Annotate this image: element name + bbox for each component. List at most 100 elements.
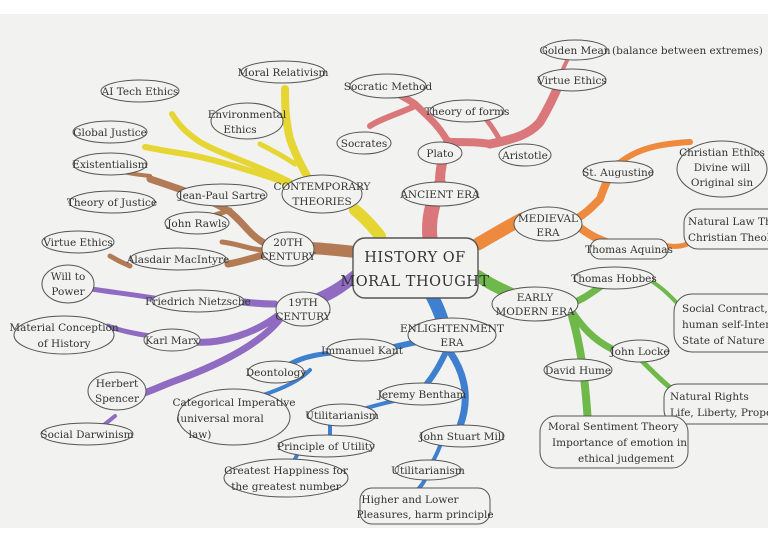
higher-lower-2: Pleasures, harm principle xyxy=(356,509,493,521)
socratic-method-label: Socratic Method xyxy=(344,81,433,93)
bentham-label: Jeremy Bentham xyxy=(377,389,467,401)
aristotle-node: Aristotle xyxy=(498,143,552,167)
c19-title-1: 19TH xyxy=(288,297,318,309)
moral-relativism-label: Moral Relativism xyxy=(238,67,329,79)
sartre-label: Jean-Paul Sartre xyxy=(177,190,265,202)
greatest-happiness-2: the greatest number xyxy=(231,481,342,493)
early-modern-title-1: EARLY xyxy=(517,292,554,304)
spencer-node: Herbert Spencer xyxy=(87,371,147,411)
nietzsche-node: Friedrich Nietzsche xyxy=(145,289,251,313)
contemporary-branch-line xyxy=(142,85,386,242)
hume-idea-2: Importance of emotion in xyxy=(552,437,687,449)
principle-utility-label: Principle of Utility xyxy=(277,441,375,453)
c20-title-1: 20TH xyxy=(273,237,303,249)
theory-justice-label: Theory of Justice xyxy=(67,197,157,209)
material-conception-2: of History xyxy=(38,338,91,350)
locke-ideas-node: Natural Rights Life, Liberty, Property xyxy=(663,383,768,425)
deontology-node: Deontology xyxy=(246,360,307,384)
plato-node: Plato xyxy=(417,141,463,165)
locke-label: John Locke xyxy=(609,346,669,358)
contemporary-node: CONTEMPORARY THEORIES xyxy=(274,174,372,214)
theory-of-forms-node: Theory of forms xyxy=(425,99,510,123)
hobbes-node: Thomas Hobbes xyxy=(571,266,657,290)
higher-lower-1: Higher and Lower xyxy=(361,494,459,506)
theory-of-forms-label: Theory of forms xyxy=(425,106,510,118)
socrates-label: Socrates xyxy=(341,138,388,150)
hume-node: David Hume xyxy=(543,358,613,382)
utilitarianism-2-node: Utilitarianism xyxy=(391,459,465,481)
mill-node: John Stuart Mill xyxy=(418,424,505,448)
enlightenment-title-2: ERA xyxy=(440,337,464,349)
hobbes-ideas-node: Social Contract, human self-Interest Sta… xyxy=(673,293,768,353)
golden-mean-note: (balance between extremes) xyxy=(612,45,763,57)
locke-idea-2: Life, Liberty, Property xyxy=(670,407,768,419)
c19-node: 19TH CENTURY xyxy=(275,291,332,327)
global-justice-node: Global Justice xyxy=(72,120,148,144)
c20-title-2: CENTURY xyxy=(260,251,316,263)
ai-tech-ethics-node: AI Tech Ethics xyxy=(100,79,180,103)
bentham-node: Jeremy Bentham xyxy=(377,382,467,406)
deontology-label: Deontology xyxy=(246,367,307,379)
socrates-node: Socrates xyxy=(336,131,392,155)
utilitarianism-node: Utilitarianism xyxy=(305,403,379,427)
marx-node: Karl Marx xyxy=(143,328,201,352)
environmental-2: Ethics xyxy=(223,124,256,136)
spencer-2: Spencer xyxy=(95,393,140,405)
sartre-node: Jean-Paul Sartre xyxy=(176,183,268,207)
macintyre-node: Alasdair MacIntyre xyxy=(126,247,229,271)
virtue-ethics-c20-label: Virtue Ethics xyxy=(42,237,113,249)
medieval-era-node: MEDIEVAL ERA xyxy=(513,206,583,242)
hume-label: David Hume xyxy=(545,365,611,377)
principle-of-utility-node: Principle of Utility xyxy=(277,434,375,458)
ancient-era-title: ANCIENT ERA xyxy=(399,189,480,201)
central-box xyxy=(352,237,479,299)
virtue-ethics-ancient-label: Virtue Ethics xyxy=(536,75,607,87)
macintyre-label: Alasdair MacIntyre xyxy=(126,254,229,266)
mind-map: HISTORY OF MORAL THOUGHT ANCIENT ERA Soc… xyxy=(9,39,768,525)
augustine-node: St. Augustine xyxy=(582,160,654,184)
medieval-era-title-2: ERA xyxy=(536,227,560,239)
kant-node: Immanuel Kant xyxy=(321,338,404,362)
locke-node: John Locke xyxy=(609,339,670,363)
moral-relativism-node: Moral Relativism xyxy=(238,60,329,84)
virtue-ethics-c20-node: Virtue Ethics xyxy=(41,230,115,254)
aquinas-label: Thomas Aquinas xyxy=(585,244,673,256)
existentialism-label: Existentialism xyxy=(72,159,147,171)
aquinas-idea-1: Natural Law Theory xyxy=(688,216,768,228)
ancient-era-node: ANCIENT ERA xyxy=(399,181,480,207)
rawls-node: John Rawls xyxy=(164,211,230,235)
early-modern-title-2: MODERN ERA xyxy=(495,306,574,318)
categorical-line-1: Categorical Imperative xyxy=(172,397,295,409)
golden-mean-label: Golden Mean xyxy=(539,45,610,57)
hobbes-label: Thomas Hobbes xyxy=(571,273,657,285)
spencer-1: Herbert xyxy=(96,378,139,390)
augustine-idea-1: Christian Ethics xyxy=(679,147,765,159)
augustine-idea-3: Original sin xyxy=(691,177,754,189)
hobbes-idea-2: human self-Interest xyxy=(682,319,768,331)
environmental-1: Environmental xyxy=(208,109,287,121)
hobbes-idea-1: Social Contract, xyxy=(682,303,768,315)
contemporary-title-1: CONTEMPORARY xyxy=(274,181,372,193)
higher-lower-node: Higher and Lower Pleasures, harm princip… xyxy=(356,487,494,525)
greatest-happiness-1: Greatest Happiness for xyxy=(224,465,349,477)
existentialism-node: Existentialism xyxy=(72,152,148,176)
augustine-idea-2: Divine will xyxy=(694,162,751,174)
material-conception-node: Material Conception of History xyxy=(9,315,119,355)
nietzsche-label: Friedrich Nietzsche xyxy=(145,296,251,308)
enlightenment-era-node: ENLIGHTENMENT ERA xyxy=(400,317,504,353)
categorical-line-3: law) xyxy=(189,429,212,441)
locke-idea-1: Natural Rights xyxy=(670,391,749,403)
central-topic: HISTORY OF MORAL THOUGHT xyxy=(340,237,489,299)
categorical-imperative-node: Categorical Imperative (universal moral … xyxy=(172,388,296,446)
central-line-1: HISTORY OF xyxy=(364,250,465,266)
hume-idea-3: ethical judgement xyxy=(578,453,675,465)
social-darwinism-label: Social Darwinism xyxy=(40,429,133,441)
golden-mean-node: Golden Mean (balance between extremes) xyxy=(539,39,763,61)
will-to-power-2: Power xyxy=(51,286,85,298)
medieval-era-title-1: MEDIEVAL xyxy=(518,213,578,225)
early-modern-era-node: EARLY MODERN ERA xyxy=(491,286,579,322)
global-justice-label: Global Justice xyxy=(73,127,147,139)
utilitarianism-label: Utilitarianism xyxy=(305,410,379,422)
c19-title-2: CENTURY xyxy=(275,311,331,323)
aquinas-node: Thomas Aquinas xyxy=(585,238,673,260)
